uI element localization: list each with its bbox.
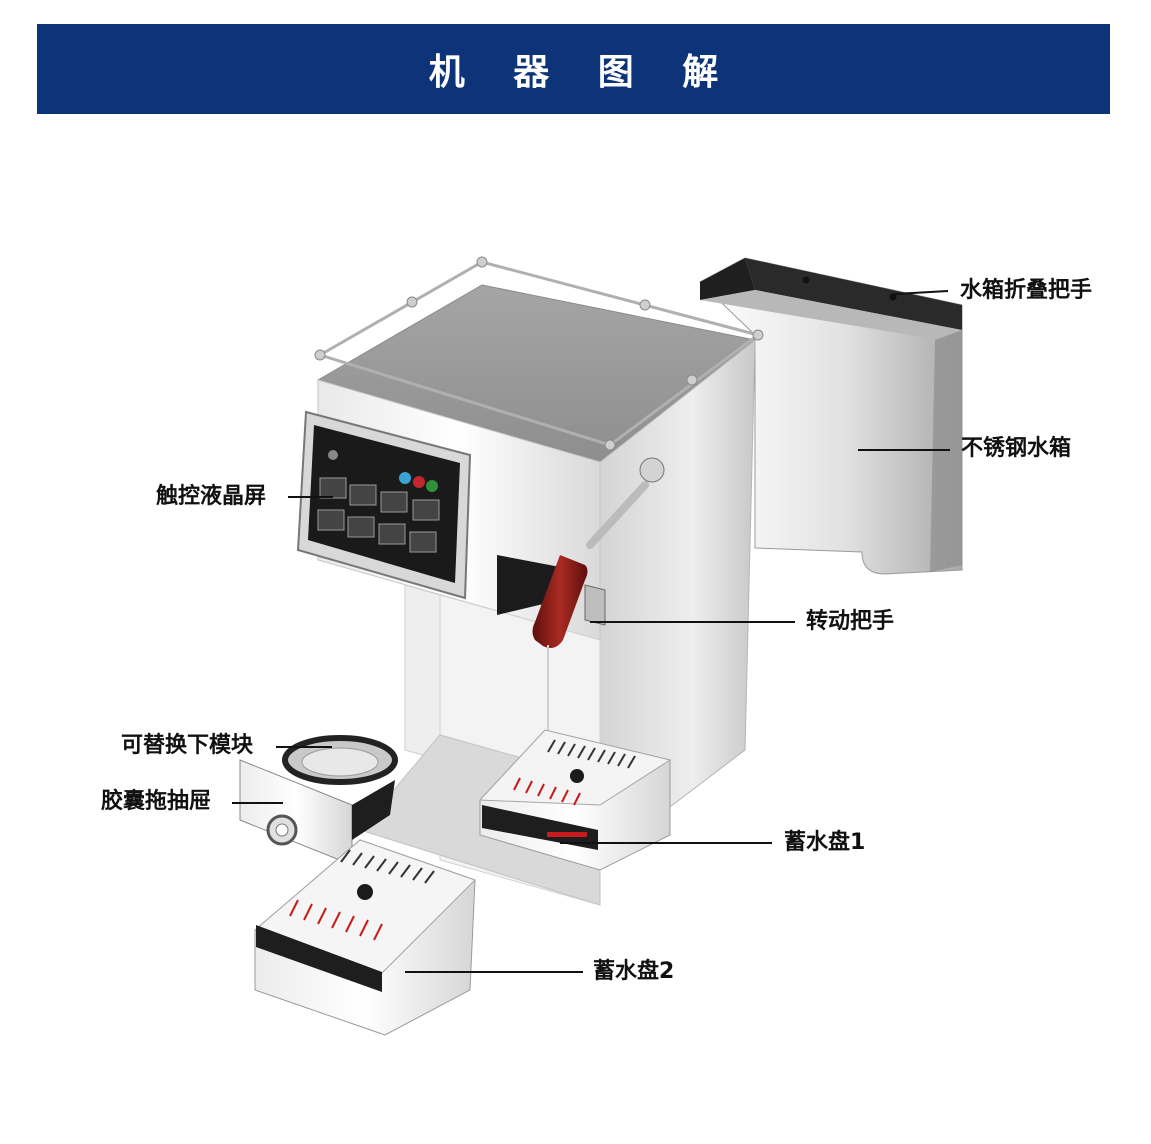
drip-tray-2[interactable] [254,839,476,1036]
drip-tray-1[interactable] [478,729,672,871]
label-module: 可替换下模块 [121,733,254,758]
status-light-icon [426,480,438,492]
tank-handle-pin-icon [802,276,810,284]
water-tank [699,257,963,575]
label-drip-tray-2: 蓄水盘2 [593,959,675,984]
touch-screen[interactable] [296,410,472,600]
leader-lines [232,290,950,973]
label-capsule-drawer: 胶囊拖抽屉 [101,789,212,814]
label-rotating-handle: 转动把手 [806,609,895,634]
tank-handle-pin-icon [889,293,897,301]
title-banner: 机 器 图 解 [37,24,1110,114]
label-touch-lcd: 触控液晶屏 [156,484,267,509]
capsule-drawer[interactable] [239,735,398,866]
page-title: 机 器 图 解 [428,52,737,93]
rotating-handle[interactable] [532,555,606,735]
drink-tiles[interactable] [317,477,440,553]
status-light-icon [399,472,411,484]
label-steel-tank: 不锈钢水箱 [961,436,1072,461]
label-tank-handle: 水箱折叠把手 [960,278,1093,303]
label-drip-tray-1: 蓄水盘1 [784,830,866,855]
status-light-icon [413,476,425,488]
